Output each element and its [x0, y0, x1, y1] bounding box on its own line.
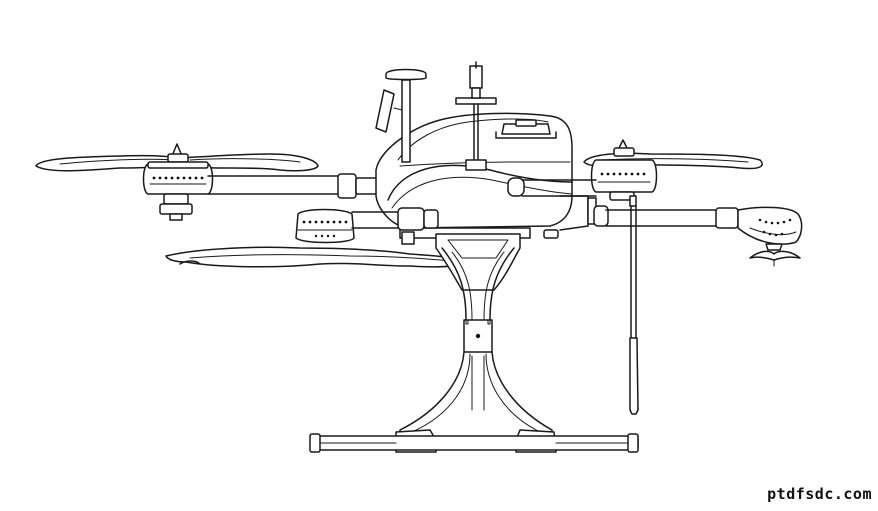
left-arm: [208, 174, 378, 198]
left-lower-motor: [296, 210, 354, 243]
landing-skid: [310, 434, 638, 452]
right-upper-motor: [592, 160, 657, 200]
carry-handle: [496, 120, 556, 138]
right-lower-arm: [594, 206, 746, 228]
right-upper-arm: [508, 178, 596, 196]
right-antenna-pole: [630, 196, 638, 414]
gps-antenna: [376, 70, 426, 163]
left-lower-propeller: [166, 247, 470, 267]
center-antenna: [456, 62, 496, 170]
left-upper-propeller: [36, 144, 318, 171]
watermark-text: ptdfsdc.com: [767, 485, 872, 503]
right-lower-motor: [738, 207, 802, 266]
left-motor: [144, 162, 213, 220]
left-lower-arm: [352, 208, 438, 230]
